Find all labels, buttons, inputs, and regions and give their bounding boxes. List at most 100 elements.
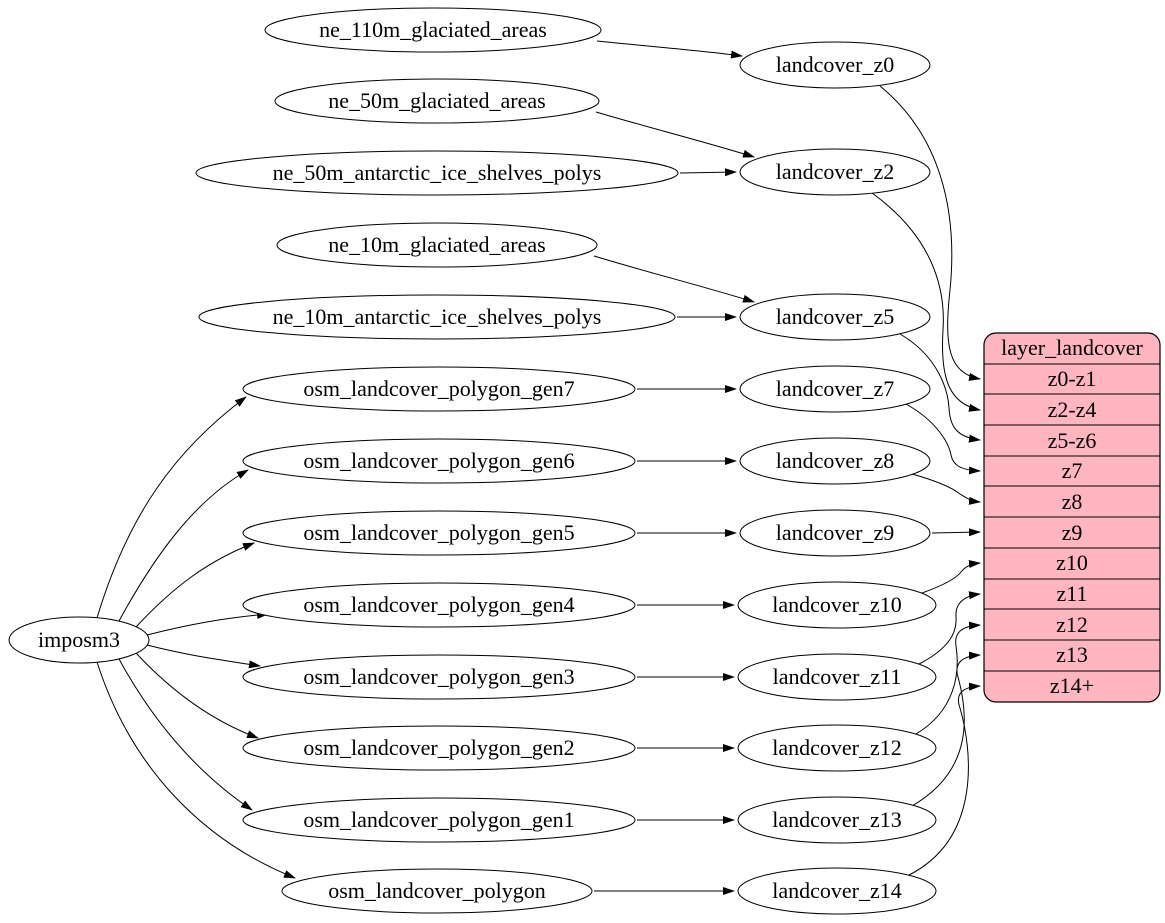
source-ellipse [264,7,602,53]
layer-landcover-table: layer_landcover z0-z1 z2-z4 z5-z6 z7 z8 … [983,332,1161,703]
source-label: osm_landcover_polygon [328,878,546,903]
edge-landcover-z5-to-row-z5-z6 [899,333,981,443]
table-row-z0-z1: z0-z1 [1048,366,1097,391]
table-row-z13: z13 [1056,642,1088,667]
intermediate-label: landcover_z7 [776,376,895,401]
source-label: ne_50m_antarctic_ice_shelves_polys [273,160,602,185]
intermediate-ellipse [737,796,937,844]
table-row-z11: z11 [1057,581,1088,606]
edge-imposm3-to-gen6 [118,469,249,622]
source-ellipse [195,150,679,196]
node-osm-landcover-polygon-gen6: osm_landcover_polygon_gen6 [242,438,636,484]
edge-imposm3-to-gen4 [146,611,269,636]
edge-landcover-z13-to-row-z13 [911,651,981,807]
node-ne-50m-glaciated-areas: ne_50m_glaciated_areas [274,78,600,124]
intermediate-label: landcover_z12 [772,735,902,760]
intermediate-ellipse [739,365,931,413]
intermediate-ellipse [739,148,931,196]
table-row-z10: z10 [1056,550,1088,575]
intermediate-label: landcover_z0 [776,52,895,77]
node-imposm3: imposm3 [8,616,150,664]
edges-layer [96,40,981,895]
edge-imposm3-to-polygon [96,661,296,879]
node-osm-landcover-polygon-gen5: osm_landcover_polygon_gen5 [242,510,636,556]
node-landcover-z11: landcover_z11 [737,653,937,701]
source-ellipse [242,797,636,843]
source-ellipse [242,725,636,771]
source-label: ne_10m_antarctic_ice_shelves_polys [273,304,602,329]
edge-imposm3-to-gen7 [96,396,247,619]
source-label: ne_110m_glaciated_areas [319,17,547,42]
source-ellipse [242,654,636,700]
node-landcover-z2: landcover_z2 [739,148,931,196]
edge-ne10m-to-landcover-z5 [593,255,755,303]
table-title: layer_landcover [1001,335,1143,360]
intermediate-label: landcover_z8 [776,448,895,473]
intermediate-ellipse [739,509,931,557]
edge-imposm3-to-gen2 [135,652,259,739]
intermediate-ellipse [737,724,937,772]
source-label: ne_10m_glaciated_areas [328,232,545,257]
intermediate-label: landcover_z9 [776,520,895,545]
node-landcover-z5: landcover_z5 [739,293,931,341]
source-ellipse [276,222,598,268]
edge-landcover-z2-to-row-z2-z4 [871,192,981,412]
edge-landcover-z11-to-row-z11 [918,591,981,665]
intermediate-label: landcover_z11 [773,664,902,689]
source-label: osm_landcover_polygon_gen7 [303,376,574,401]
source-label: osm_landcover_polygon_gen1 [303,807,574,832]
source-ellipse [242,366,636,412]
node-landcover-z14: landcover_z14 [737,867,937,915]
table-row-z5-z6: z5-z6 [1048,428,1097,453]
intermediate-ellipse [739,437,931,485]
node-landcover-z7: landcover_z7 [739,365,931,413]
intermediate-label: landcover_z5 [776,304,895,329]
edge-landcover-z12-to-row-z12 [915,621,981,735]
table-row-z12: z12 [1056,612,1088,637]
imposm3-label: imposm3 [38,627,120,652]
edge-landcover-z14-to-row-z14plus [908,682,981,876]
intermediate-ellipse [737,867,937,915]
edge-landcover-z9-to-row-z9 [931,528,981,537]
node-ne-10m-antarctic-ice-shelves-polys: ne_10m_antarctic_ice_shelves_polys [198,294,676,340]
source-ellipse [242,582,636,628]
node-landcover-z8: landcover_z8 [739,437,931,485]
table-row-z7: z7 [1062,458,1083,483]
node-landcover-z10: landcover_z10 [737,581,937,629]
source-ellipse [281,868,593,914]
source-label: osm_landcover_polygon_gen2 [303,735,574,760]
table-row-z14plus: z14+ [1050,673,1094,698]
source-ellipse [242,438,636,484]
intermediate-label: landcover_z14 [772,878,902,903]
edge-landcover-z0-to-row-z0-z1 [879,85,981,381]
node-landcover-z0: landcover_z0 [739,41,931,89]
source-ellipse [274,78,600,124]
intermediate-label: landcover_z2 [776,159,895,184]
node-osm-landcover-polygon-gen7: osm_landcover_polygon_gen7 [242,366,636,412]
table-row-z2-z4: z2-z4 [1048,397,1097,422]
edge-landcover-z8-to-row-z8 [911,473,981,505]
source-label: osm_landcover_polygon_gen4 [303,592,574,617]
node-landcover-z9: landcover_z9 [739,509,931,557]
node-osm-landcover-polygon-gen1: osm_landcover_polygon_gen1 [242,797,636,843]
source-label: osm_landcover_polygon_gen3 [303,664,574,689]
node-osm-landcover-polygon-gen3: osm_landcover_polygon_gen3 [242,654,636,700]
intermediate-label: landcover_z13 [772,807,902,832]
node-osm-landcover-polygon: osm_landcover_polygon [281,868,593,914]
edge-ne110m-to-landcover-z0 [596,40,743,59]
node-ne-110m-glaciated-areas: ne_110m_glaciated_areas [264,7,602,53]
source-ellipse [242,510,636,556]
edge-landcover-z10-to-row-z10 [921,560,981,594]
source-label: ne_50m_glaciated_areas [328,88,545,113]
edge-landcover-z7-to-row-z7 [905,403,981,475]
edge-imposm3-to-gen1 [118,658,253,811]
edge-imposm3-to-gen5 [135,542,255,628]
source-ellipse [198,294,676,340]
intermediate-ellipse [739,293,931,341]
node-osm-landcover-polygon-gen2: osm_landcover_polygon_gen2 [242,725,636,771]
intermediate-label: landcover_z10 [772,592,902,617]
node-ne-10m-glaciated-areas: ne_10m_glaciated_areas [276,222,598,268]
intermediate-ellipse [739,41,931,89]
